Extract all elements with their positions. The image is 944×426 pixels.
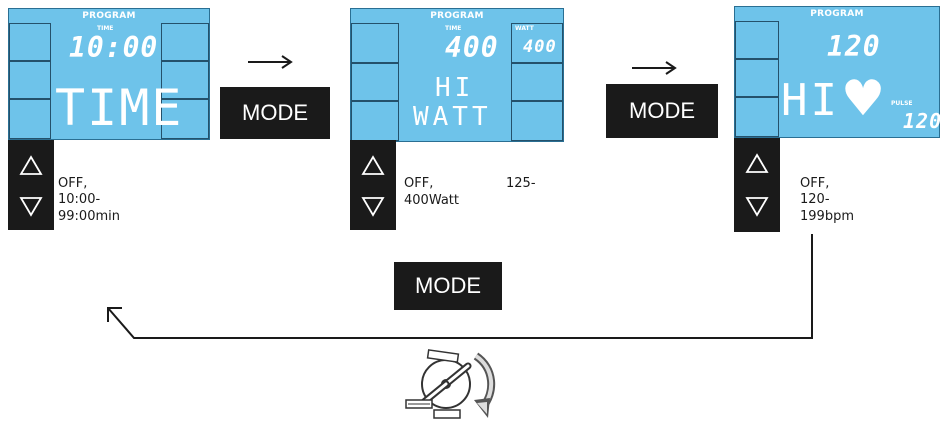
- lcd-big-value: 120: [827, 30, 881, 63]
- lcd-display-watt: PROGRAM TIME 400 WATT 400 HI WATT: [350, 8, 564, 142]
- lcd-right-cell: [511, 63, 563, 101]
- lcd-left-cell: [9, 61, 51, 99]
- lcd-corner-label: WATT: [515, 25, 534, 32]
- lcd-small-label: TIME: [445, 25, 462, 32]
- lcd-right-cell: [161, 99, 209, 139]
- lcd-left-cell: [735, 59, 779, 97]
- keypad: [350, 140, 396, 230]
- lcd-left-cell: [9, 99, 51, 139]
- right-arrow-icon: [248, 55, 293, 69]
- lcd-display-time: PROGRAM TIME 10:00 TIME: [8, 8, 210, 140]
- lcd-header: PROGRAM: [82, 11, 136, 21]
- keypad: [8, 140, 54, 230]
- lcd-big-value: 10:00: [69, 31, 159, 64]
- lcd-left-cell: [9, 23, 51, 61]
- heart-icon: ♥: [845, 64, 882, 134]
- down-triangle-icon[interactable]: [8, 192, 54, 222]
- lcd-right-cell: [161, 61, 209, 99]
- mode-button[interactable]: MODE: [606, 84, 718, 138]
- lcd-header: PROGRAM: [430, 11, 484, 21]
- mode-button[interactable]: MODE: [220, 87, 330, 139]
- lcd-left-cell: [351, 63, 399, 101]
- up-triangle-icon[interactable]: [734, 150, 780, 180]
- lcd-right-cell: [511, 101, 563, 141]
- lcd-left-cell: [735, 97, 779, 137]
- lcd-corner-value: 400: [523, 37, 557, 57]
- lcd-dot-line2: WATT: [413, 102, 492, 132]
- up-triangle-icon[interactable]: [350, 152, 396, 182]
- right-arrow-icon: [632, 61, 677, 75]
- lcd-header: PROGRAM: [810, 9, 864, 19]
- range-text-line1b: 125-: [506, 176, 536, 191]
- range-text: OFF, 10:00-99:00min: [58, 176, 120, 224]
- lcd-dot-text: HI: [781, 75, 840, 126]
- lcd-right-cell: [161, 23, 209, 61]
- pedal-rotation-icon: [405, 349, 496, 419]
- range-text: OFF, 120-199bpm: [800, 176, 854, 224]
- down-triangle-icon[interactable]: [350, 192, 396, 222]
- lcd-big-value: 400: [445, 31, 499, 64]
- lcd-dot-text: TIME: [55, 79, 184, 137]
- lcd-small-label: TIME: [97, 25, 114, 32]
- lcd-dot-line1: HI: [435, 73, 475, 103]
- down-triangle-icon[interactable]: [734, 192, 780, 222]
- lcd-left-cell: [735, 21, 779, 59]
- range-text-line2: 400Watt: [404, 193, 459, 208]
- mode-button[interactable]: MODE: [394, 262, 502, 310]
- lcd-right-cell: [511, 23, 563, 63]
- keypad: [734, 138, 780, 232]
- lcd-left-cell: [351, 23, 399, 63]
- up-triangle-icon[interactable]: [8, 152, 54, 182]
- lcd-display-pulse: PROGRAM 120 HI ♥ PULSE 120: [734, 6, 943, 138]
- range-text-line1a: OFF,: [404, 176, 434, 191]
- lcd-corner-label: PULSE: [891, 100, 913, 107]
- lcd-corner-value: 120: [903, 109, 943, 133]
